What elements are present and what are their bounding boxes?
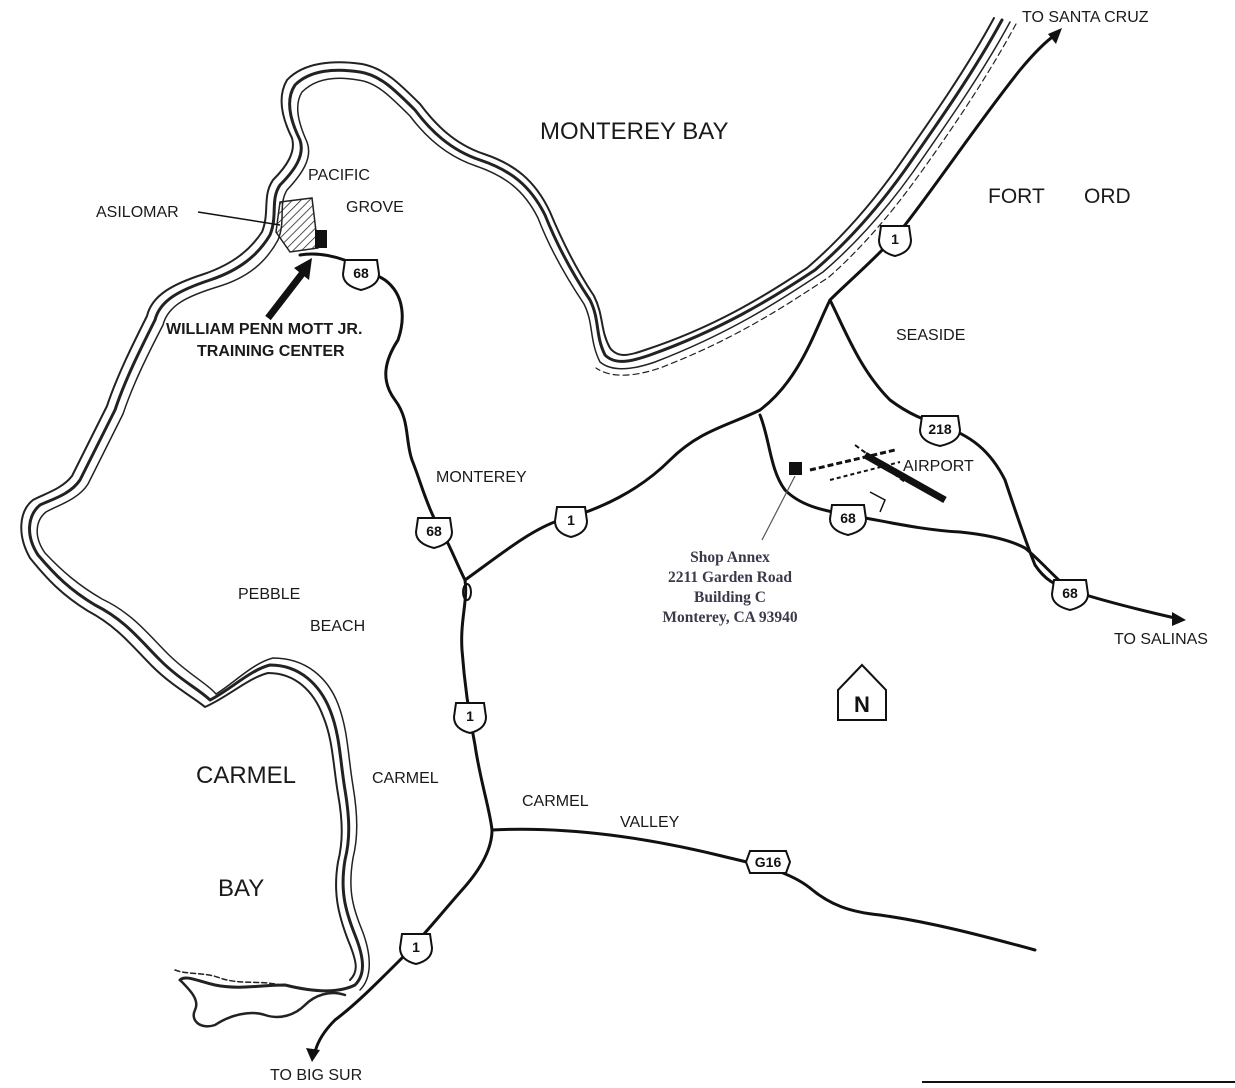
- svg-text:68: 68: [353, 265, 369, 281]
- to-santa-cruz-label: TO SANTA CRUZ: [1022, 9, 1149, 26]
- svg-text:68: 68: [840, 510, 856, 526]
- to-big-sur-label: TO BIG SUR: [270, 1067, 363, 1084]
- svg-text:1: 1: [466, 708, 474, 724]
- coastline: [20, 17, 1017, 1028]
- hwy68-airport-road: [758, 413, 1072, 592]
- shield-g16: G16: [744, 850, 792, 874]
- shield-hwy68-salinas: 68: [1050, 579, 1090, 612]
- hwy1-south-road: [313, 578, 494, 1054]
- santa-cruz-arrowhead: [1048, 28, 1062, 44]
- carmel-valley-road: [490, 827, 1037, 952]
- svg-text:68: 68: [426, 523, 442, 539]
- shop-annex-street: 2211 Garden Road: [667, 569, 792, 586]
- shop-annex-address: Shop Annex 2211 Garden Road Building C M…: [640, 548, 820, 628]
- svg-text:68: 68: [1062, 585, 1078, 601]
- north-arrow-icon: [837, 663, 887, 721]
- hwy218-road: [828, 298, 1072, 592]
- shield-hwy68-airport: 68: [828, 504, 868, 537]
- carmel-bay-label-2: BAY: [218, 875, 265, 902]
- shield-hwy68-monterey: 68: [414, 517, 454, 550]
- training-center-arrow: [197, 211, 312, 321]
- asilomar-label: ASILOMAR: [96, 204, 179, 221]
- beach-label: BEACH: [310, 618, 366, 635]
- svg-text:1: 1: [891, 231, 899, 247]
- training-center-marker: [315, 230, 327, 248]
- shield-hwy1-carmel: 1: [452, 702, 488, 735]
- carmel-valley-label-2: VALLEY: [620, 814, 680, 831]
- shield-hwy1-south: 1: [398, 933, 434, 966]
- training-center-label: TRAINING CENTER: [197, 343, 345, 360]
- airport-runways: [809, 444, 947, 513]
- shield-hwy68-pg: 68: [341, 259, 381, 292]
- grove-label: GROVE: [346, 199, 404, 216]
- shop-annex-name: Shop Annex: [690, 549, 770, 566]
- carmel-bay-label-1: CARMEL: [196, 762, 297, 789]
- asilomar-area: [275, 197, 319, 253]
- airport-label: AIRPORT: [903, 458, 974, 475]
- shop-annex-marker: [789, 462, 802, 475]
- shield-hwy1-north: 1: [877, 225, 913, 258]
- svg-text:218: 218: [928, 421, 952, 437]
- svg-text:1: 1: [567, 512, 575, 528]
- pacific-label: PACIFIC: [308, 167, 370, 184]
- seaside-label: SEASIDE: [896, 327, 966, 344]
- north-label: N: [854, 692, 870, 717]
- shop-annex-leader: [761, 475, 796, 541]
- carmel-label: CARMEL: [372, 770, 439, 787]
- shield-hwy218: 218: [918, 415, 962, 448]
- salinas-arrowhead: [1172, 612, 1186, 626]
- svg-text:G16: G16: [755, 854, 782, 870]
- pebble-label: PEBBLE: [238, 586, 301, 603]
- training-center-name-label: WILLIAM PENN MOTT JR.: [166, 321, 363, 338]
- shield-hwy1-mid: 1: [553, 506, 589, 539]
- monterey-bay-label: MONTEREY BAY: [540, 118, 729, 145]
- svg-text:1: 1: [412, 939, 420, 955]
- hwy1-north-road: [463, 33, 1057, 582]
- monterey-label: MONTEREY: [436, 469, 527, 486]
- shop-annex-city: Monterey, CA 93940: [662, 609, 798, 626]
- big-sur-arrowhead: [306, 1048, 320, 1062]
- to-salinas-label: TO SALINAS: [1114, 631, 1208, 648]
- shop-annex-building: Building C: [694, 589, 766, 606]
- ord-label: ORD: [1084, 185, 1131, 208]
- carmel-valley-label-1: CARMEL: [522, 793, 589, 810]
- fort-label: FORT: [988, 185, 1045, 208]
